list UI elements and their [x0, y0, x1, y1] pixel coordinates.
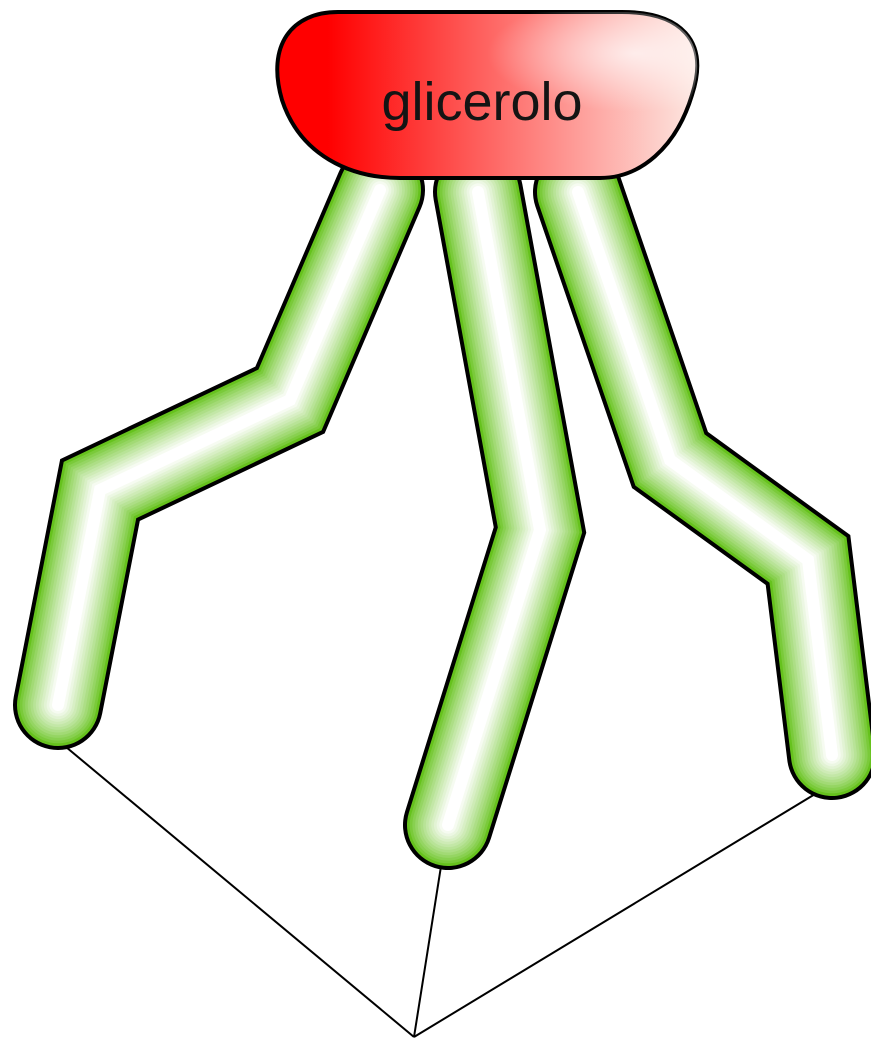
fatty-acid-chain-left	[58, 190, 380, 705]
fatty-acid-chains	[58, 190, 832, 825]
glycerol-label: glicerolo	[381, 72, 582, 132]
apex-line-left	[60, 742, 414, 1037]
fatty-acid-chain-right	[578, 192, 832, 755]
glycerol-head: glicerolo	[277, 12, 697, 178]
fatty-acid-chain-middle	[448, 192, 540, 825]
apex-line-middle	[414, 860, 442, 1037]
